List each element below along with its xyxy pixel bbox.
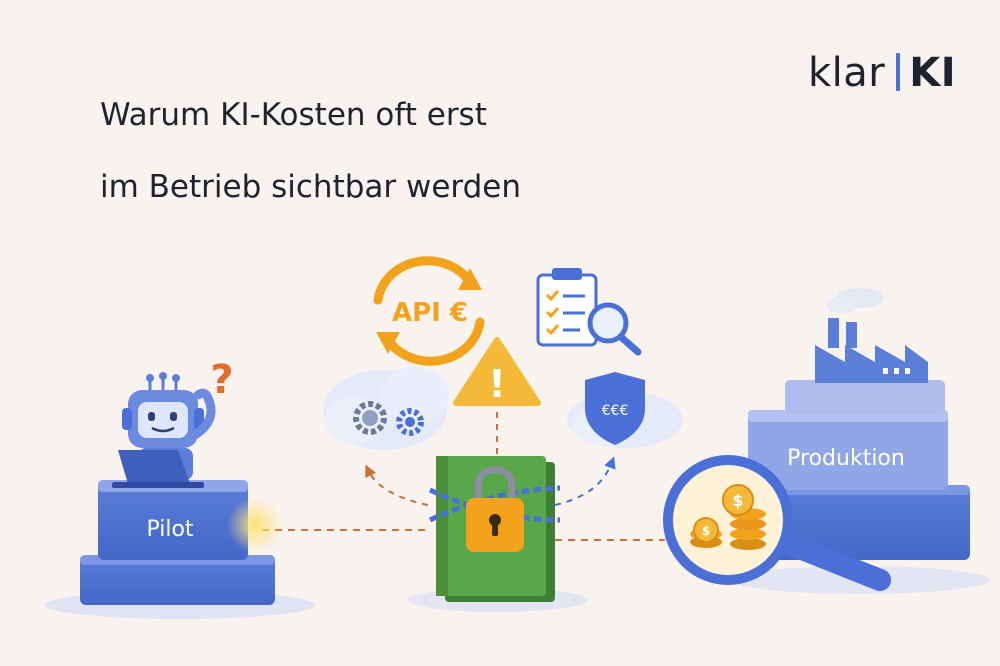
production-label: Produktion bbox=[787, 446, 905, 471]
arrow-to-shield bbox=[554, 456, 616, 506]
brand-logo: klar KI bbox=[808, 50, 956, 96]
arrow-to-gears bbox=[365, 464, 429, 506]
shield-euro-label: €€€ bbox=[602, 403, 629, 419]
checklist-icon bbox=[536, 268, 598, 347]
pilot-block bbox=[80, 480, 283, 605]
laptop-icon bbox=[112, 450, 204, 488]
production-block bbox=[748, 380, 970, 560]
api-cost-label: API € bbox=[392, 298, 468, 328]
headline-line-1: Warum KI-Kosten oft erst bbox=[100, 97, 487, 133]
euro-shield-icon bbox=[567, 372, 683, 448]
brand-logo-left: klar bbox=[808, 50, 886, 96]
brand-logo-divider bbox=[896, 53, 901, 91]
pilot-glow bbox=[227, 497, 283, 553]
brand-logo-right: KI bbox=[909, 50, 957, 96]
warning-mark: ! bbox=[488, 362, 505, 406]
warning-icon bbox=[453, 337, 541, 406]
gears-icon bbox=[323, 367, 449, 450]
factory-icon bbox=[815, 288, 928, 383]
coins-icon bbox=[663, 455, 891, 591]
headline-line-2: im Betrieb sichtbar werden bbox=[100, 169, 522, 205]
question-mark-icon: ? bbox=[210, 357, 233, 403]
api-cycle-icon bbox=[373, 256, 485, 366]
pilot-label: Pilot bbox=[146, 517, 193, 542]
coin-symbol-small: $ bbox=[702, 524, 710, 538]
coin-symbol-large: $ bbox=[732, 491, 743, 510]
magnifier-icon bbox=[587, 302, 642, 356]
locked-book-icon bbox=[428, 456, 561, 602]
